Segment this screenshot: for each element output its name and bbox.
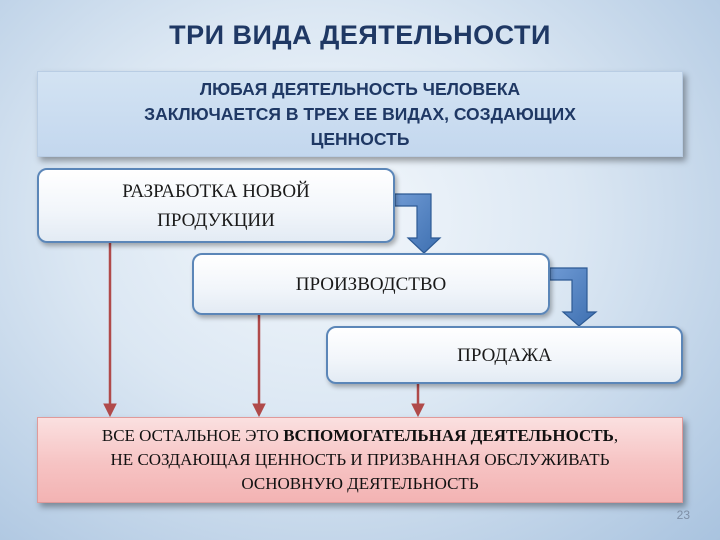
connector-arrow-1-icon xyxy=(394,193,442,254)
banner-line-3: ЦЕННОСТЬ xyxy=(310,128,410,149)
banner-line-2: ЗАКЛЮЧАЕТСЯ В ТРЕХ ЕЕ ВИДАХ, СОЗДАЮЩИХ xyxy=(144,103,576,124)
bottom-line-1-bold: ВСПОМОГАТЕЛЬНАЯ ДЕЯТЕЛЬНОСТЬ xyxy=(283,426,614,445)
bottom-line-2: НЕ СОЗДАЮЩАЯ ЦЕННОСТЬ И ПРИЗВАННАЯ ОБСЛУ… xyxy=(110,450,610,469)
step-2-label: ПРОИЗВОДСТВО xyxy=(295,273,447,295)
intro-banner: ЛЮБАЯ ДЕЯТЕЛЬНОСТЬ ЧЕЛОВЕКА ЗАКЛЮЧАЕТСЯ … xyxy=(37,71,683,157)
bottom-line-1: ВСЕ ОСТАЛЬНОЕ ЭТО ВСПОМОГАТЕЛЬНАЯ ДЕЯТЕЛ… xyxy=(102,424,618,448)
slide-title: ТРИ ВИДА ДЕЯТЕЛЬНОСТИ xyxy=(169,20,551,50)
banner-line-1: ЛЮБАЯ ДЕЯТЕЛЬНОСТЬ ЧЕЛОВЕКА xyxy=(199,78,521,99)
step-product-development: РАЗРАБОТКА НОВОЙ ПРОДУКЦИИ xyxy=(37,168,395,243)
step-3-label: ПРОДАЖА xyxy=(457,344,552,366)
connector-arrow-2-icon xyxy=(549,267,598,327)
step-production: ПРОИЗВОДСТВО xyxy=(192,253,550,315)
support-activity-box: ВСЕ ОСТАЛЬНОЕ ЭТО ВСПОМОГАТЕЛЬНАЯ ДЕЯТЕЛ… xyxy=(37,417,683,503)
page-number: 23 xyxy=(676,508,690,522)
bottom-line-3: ОСНОВНУЮ ДЕЯТЕЛЬНОСТЬ xyxy=(241,474,479,493)
step-sales: ПРОДАЖА xyxy=(326,326,683,384)
bottom-line-1-suffix: , xyxy=(613,426,619,445)
step-1-line-1: РАЗРАБОТКА НОВОЙ xyxy=(122,180,310,202)
step-1-line-2: ПРОДУКЦИИ xyxy=(157,209,275,231)
bottom-line-1-prefix: ВСЕ ОСТАЛЬНОЕ ЭТО xyxy=(101,426,284,445)
